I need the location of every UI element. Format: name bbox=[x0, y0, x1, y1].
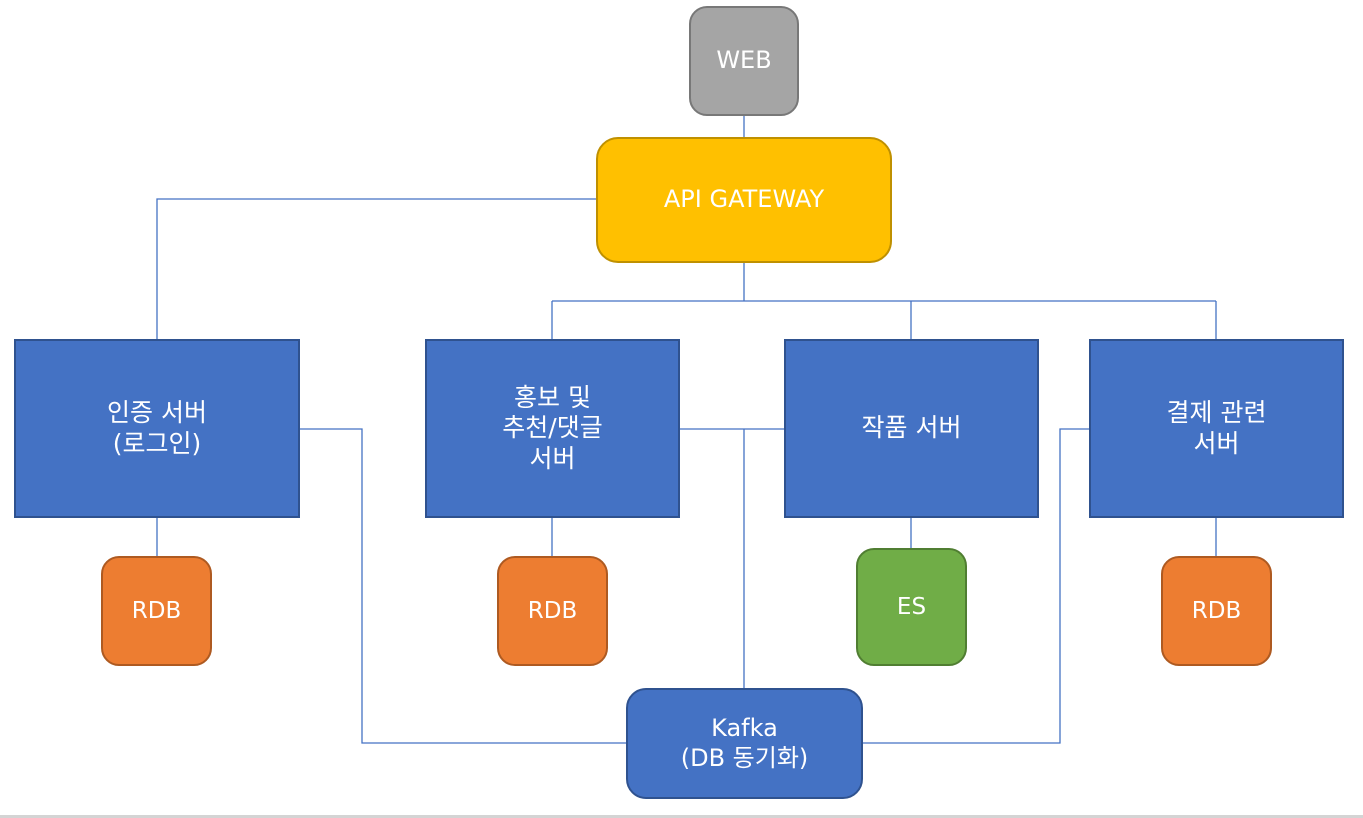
payment-server-node: 결제 관련 서버 bbox=[1089, 339, 1344, 518]
page-bottom-divider bbox=[0, 815, 1363, 818]
edge-auth-kafka bbox=[299, 428, 627, 744]
kafka-node: Kafka (DB 동기화) bbox=[626, 688, 863, 799]
payment-rdb-node: RDB bbox=[1161, 556, 1272, 666]
works-server-node: 작품 서버 bbox=[784, 339, 1039, 518]
edge-payment-kafka bbox=[861, 428, 1090, 744]
edge-gateway-auth bbox=[156, 198, 597, 340]
auth-rdb-node: RDB bbox=[101, 556, 212, 666]
promo-recommend-comment-server-node: 홍보 및 추천/댓글 서버 bbox=[425, 339, 680, 518]
auth-server-node: 인증 서버 (로그인) bbox=[14, 339, 300, 518]
web-node: WEB bbox=[689, 6, 799, 116]
api-gateway-node: API GATEWAY bbox=[596, 137, 892, 263]
works-es-node: ES bbox=[856, 548, 967, 666]
promo-rdb-node: RDB bbox=[497, 556, 608, 666]
